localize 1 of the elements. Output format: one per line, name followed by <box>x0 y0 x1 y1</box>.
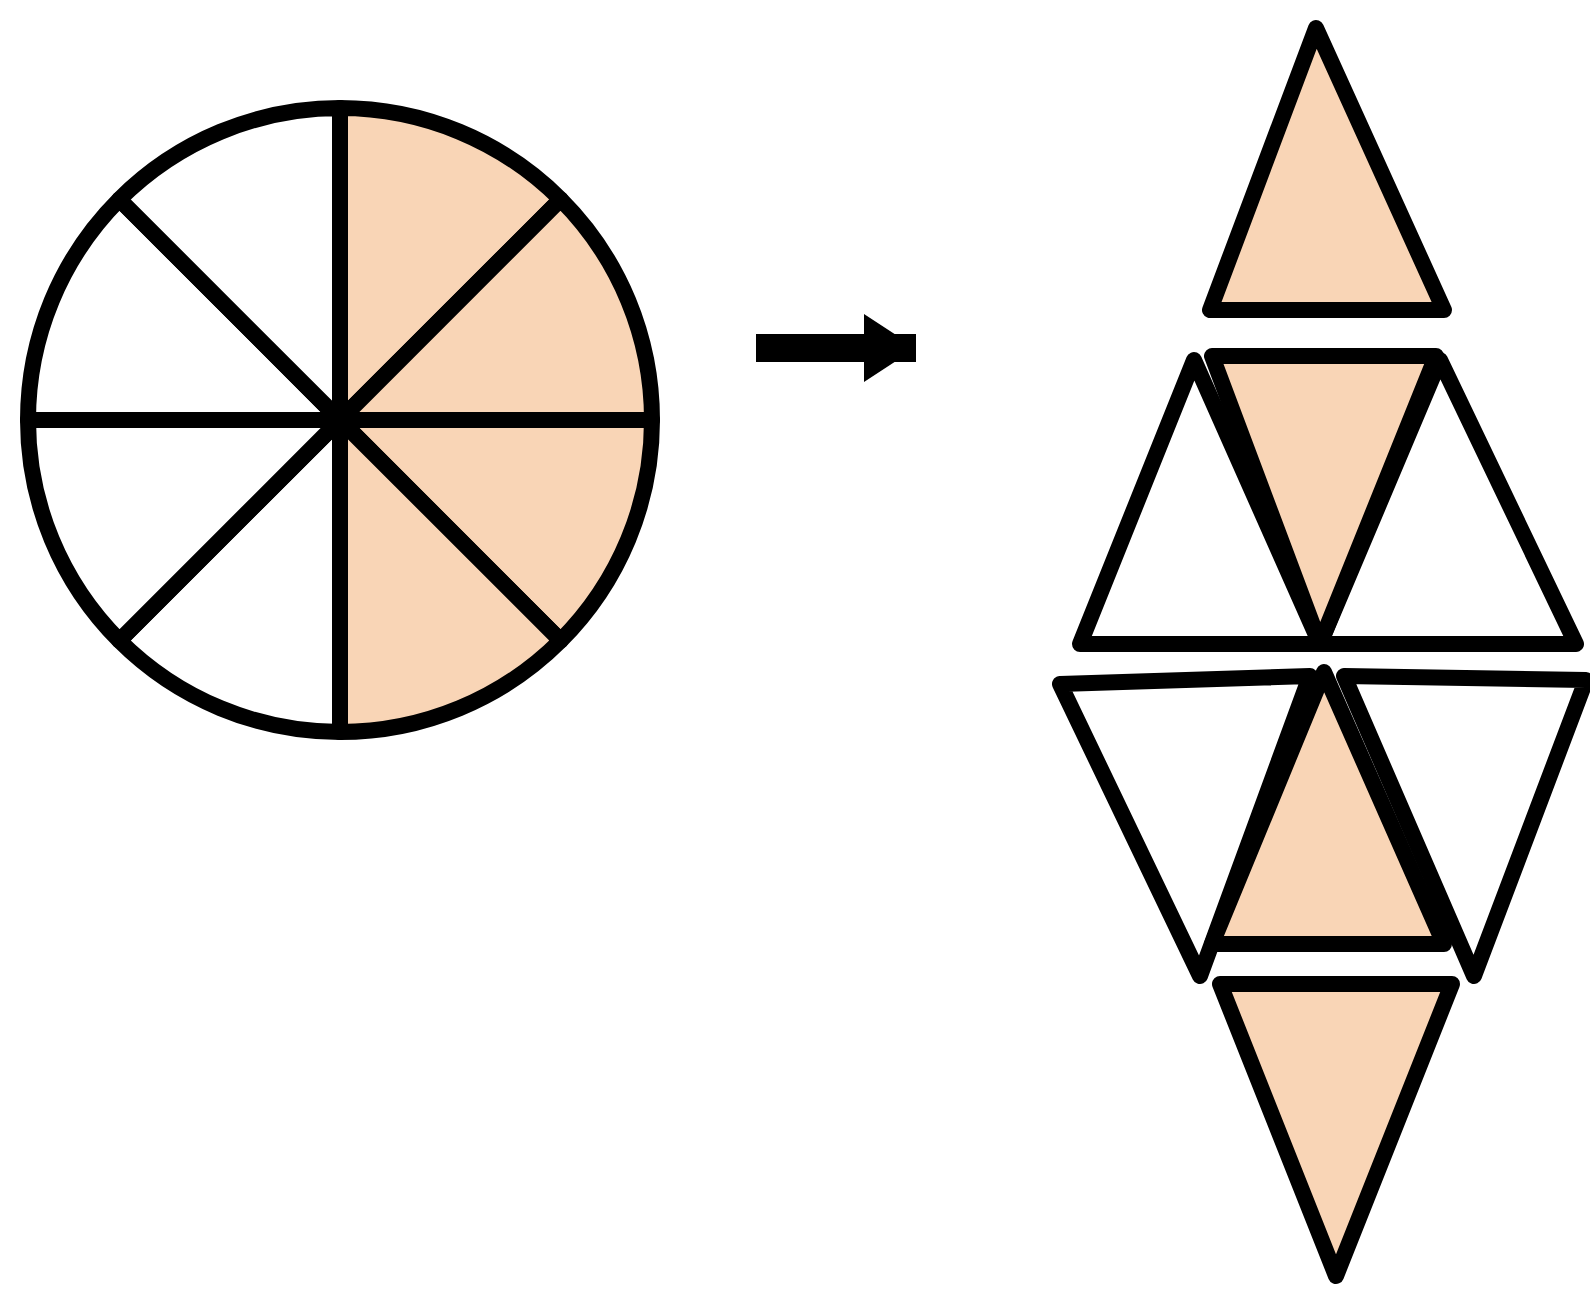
arrow <box>756 314 916 382</box>
